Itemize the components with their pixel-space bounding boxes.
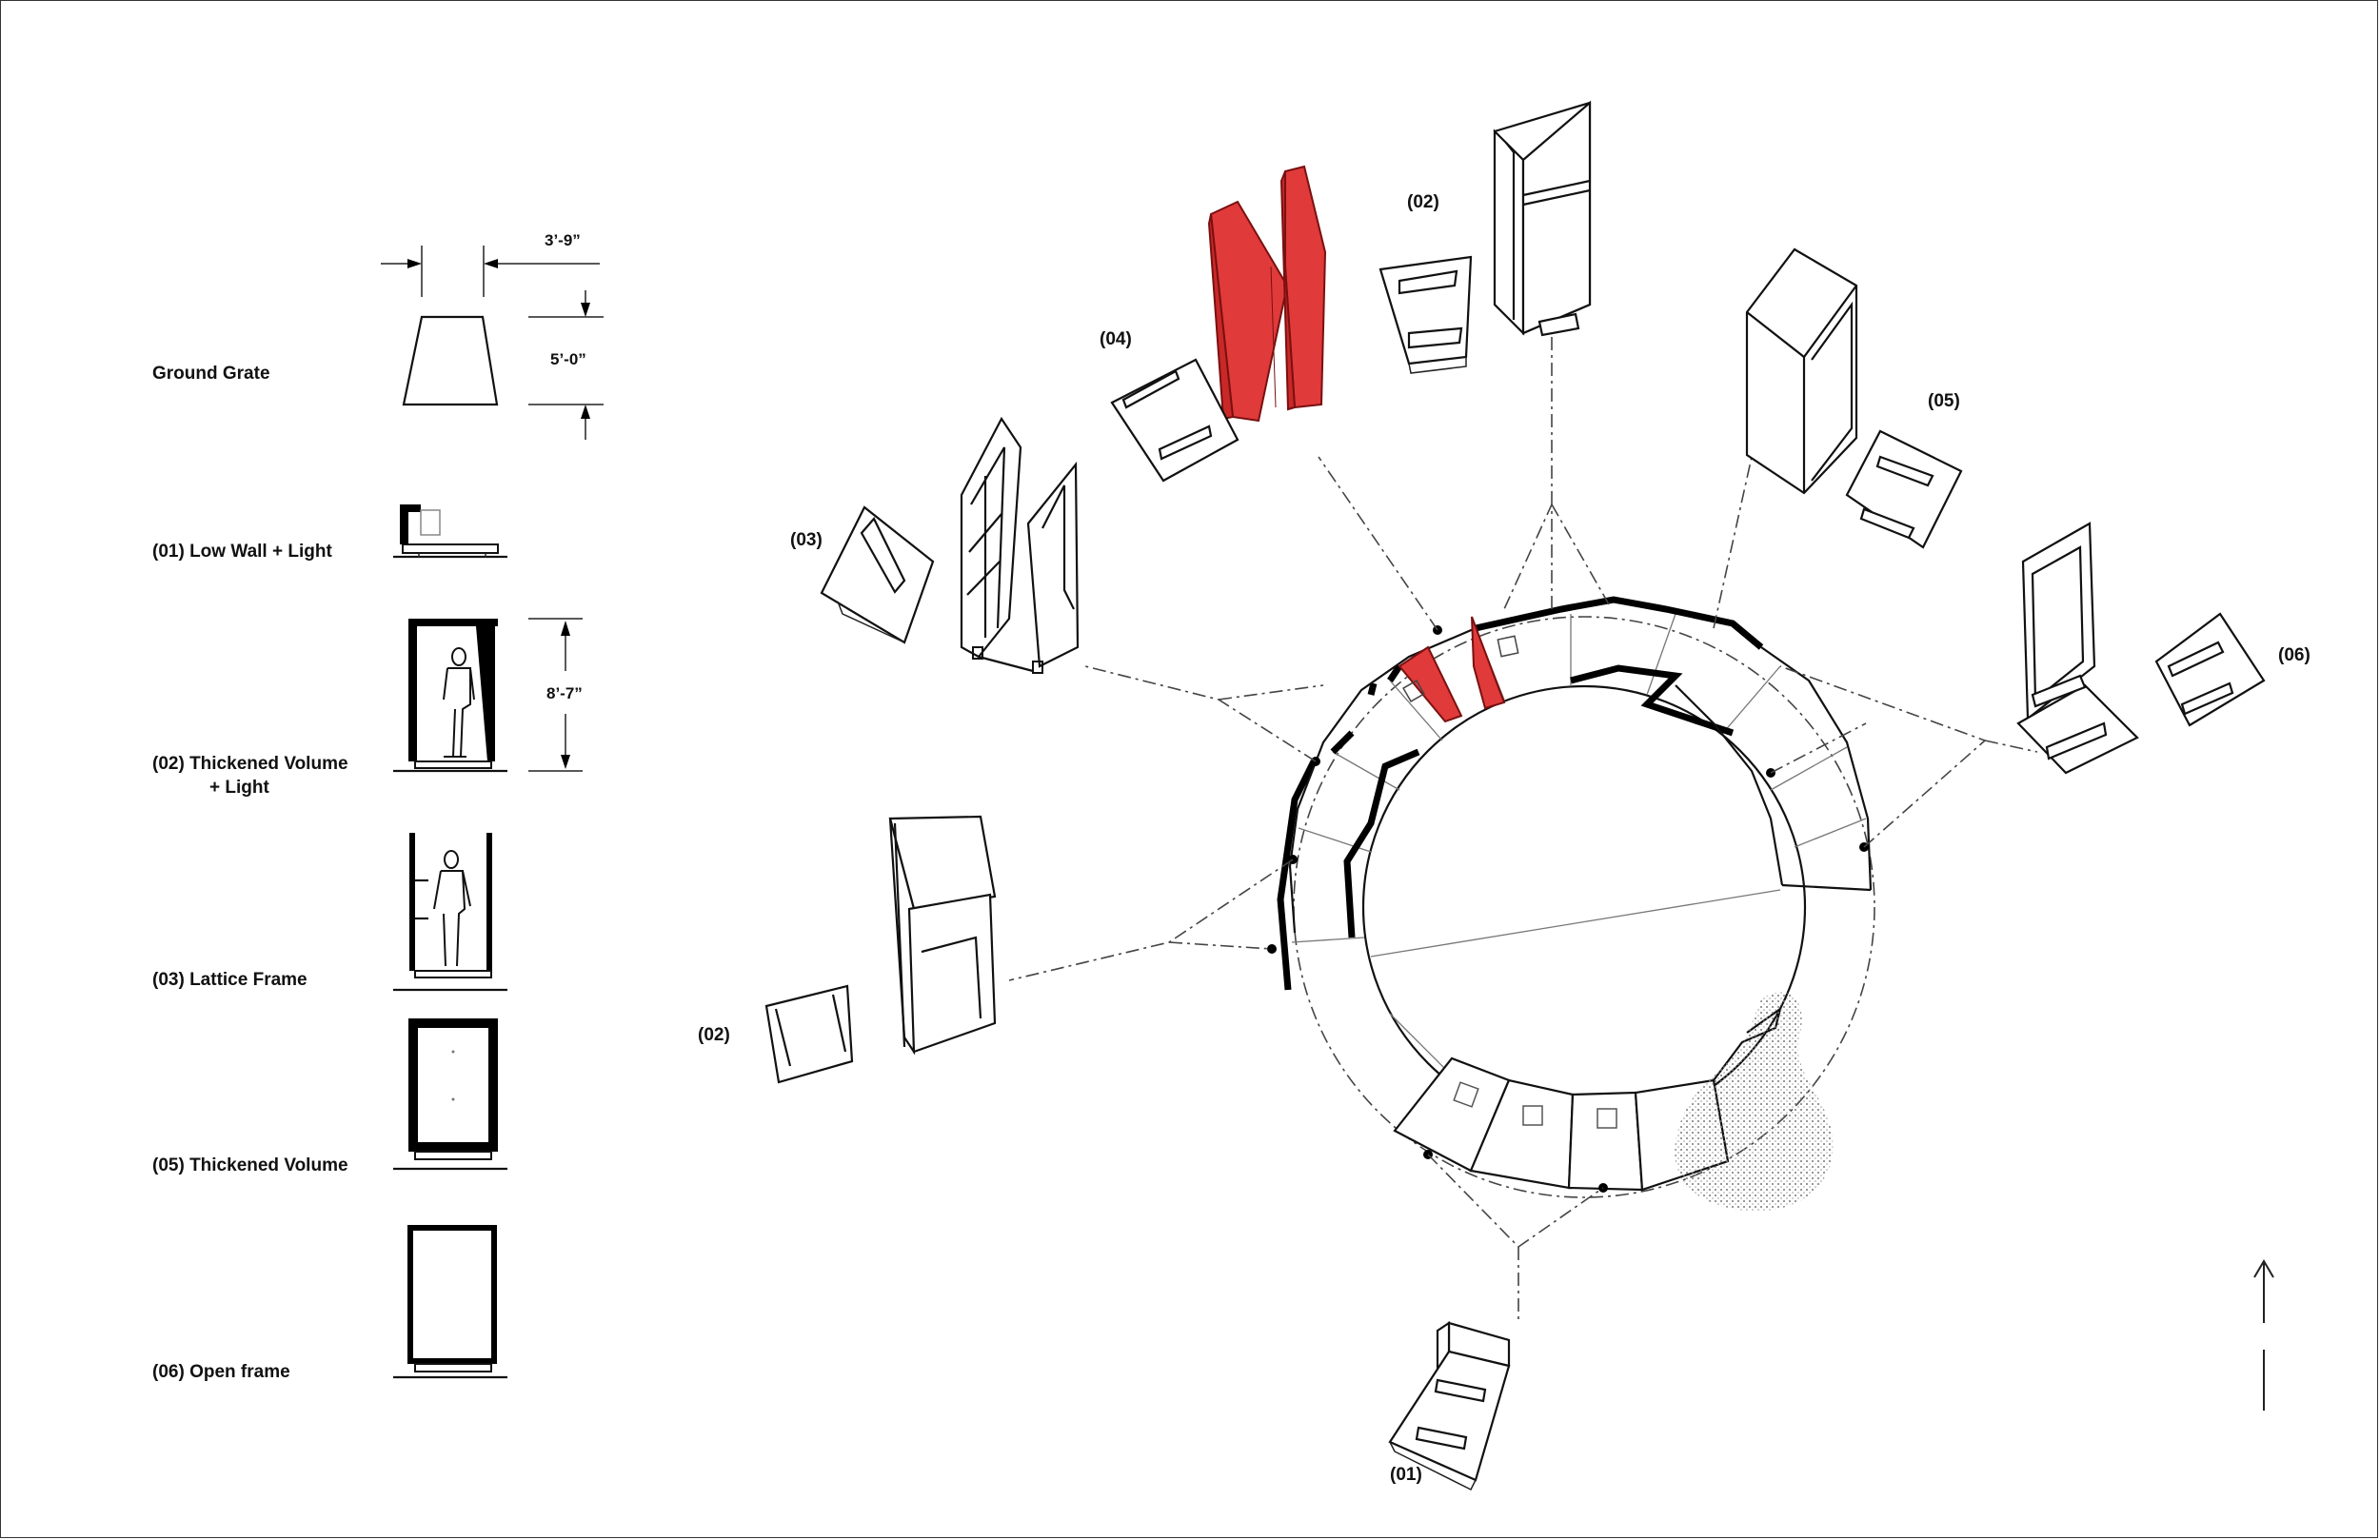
volume-height-dimension: 8’-7” (546, 684, 583, 702)
object-02-top (1378, 100, 1592, 374)
gravel-patch (1675, 992, 1834, 1212)
legend-thickened-volume-label: (05) Thickened Volume (152, 1155, 348, 1175)
north-arrow-icon (2253, 1259, 2274, 1411)
ground-grate-shape (402, 315, 499, 406)
human-figure-02 (443, 647, 475, 758)
legend-open-frame-label: (06) Open frame (152, 1362, 290, 1382)
legend-low-wall-label: (01) Low Wall + Light (152, 542, 332, 562)
legend: Ground Grate 3’-9” 5’-0” (01) Low Wall +… (152, 231, 604, 1382)
object-01 (1388, 1320, 1511, 1491)
bench-seg-3 (1567, 1091, 1644, 1192)
connector-lines (1008, 333, 2038, 1323)
callout-02-left: (02) (698, 1025, 730, 1045)
object-05 (1745, 247, 1963, 549)
object-04 (1110, 165, 1327, 483)
grate-depth-dimension: 5’-0” (550, 350, 586, 368)
legend-thickened-volume-light-label-1: (02) Thickened Volume (152, 754, 348, 774)
callout-05: (05) (1928, 391, 1960, 411)
object-03 (820, 416, 1080, 674)
legend-lattice-frame-label: (03) Lattice Frame (152, 970, 307, 990)
callout-03: (03) (790, 530, 823, 550)
legend-thickened-volume-light-label-2: + Light (209, 778, 269, 798)
callout-01: (01) (1390, 1465, 1422, 1485)
callout-02-top: (02) (1407, 192, 1439, 212)
red-gate-left (1398, 645, 1463, 723)
red-gate-right (1471, 616, 1506, 710)
grate-width-dimension: 3’-9” (545, 231, 581, 249)
object-02-left (764, 815, 997, 1084)
callout-04: (04) (1100, 329, 1132, 349)
ring-plan (1267, 596, 1875, 1212)
object-06 (2016, 522, 2266, 775)
callout-06: (06) (2278, 645, 2311, 665)
human-figure-03 (433, 850, 471, 967)
legend-ground-grate-label: Ground Grate (152, 364, 270, 384)
